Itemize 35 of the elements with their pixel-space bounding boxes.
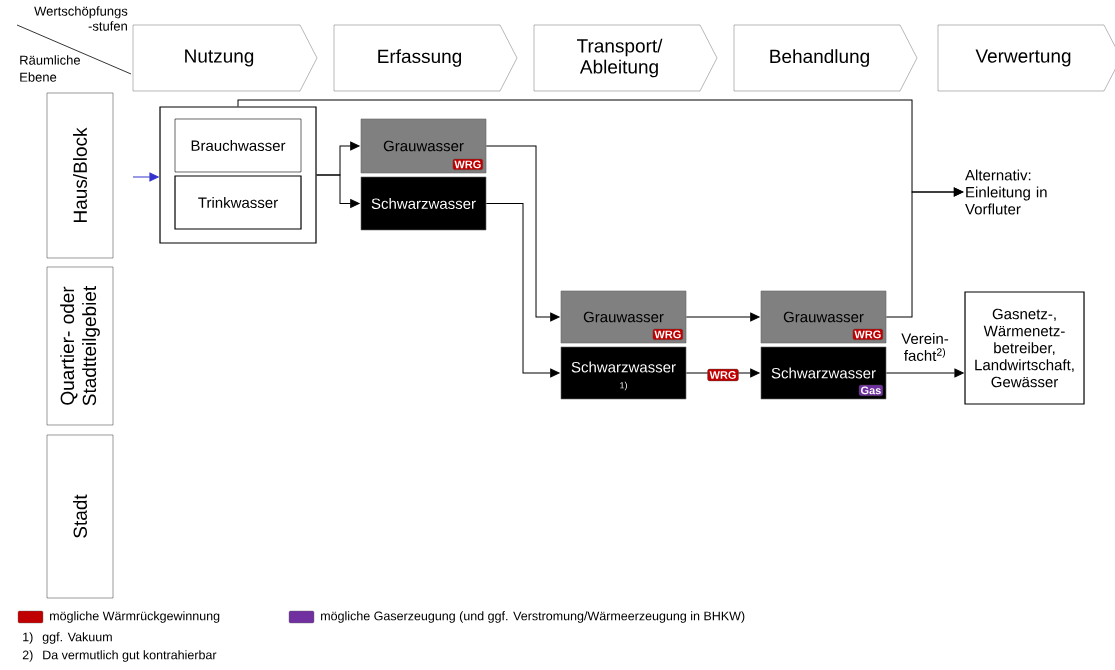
stage-banner: Behandlung: [733, 24, 918, 92]
level-box: Haus/Block: [46, 92, 114, 259]
water-box: Brauchwasser: [174, 118, 302, 173]
arrow: [885, 187, 964, 318]
footnote-text: ggf. Vakuum: [42, 632, 112, 644]
axis-label: Räumliche Ebene: [20, 55, 81, 82]
water-box: Gasnetz-, Wärmenetz-betreiber, Landwirtschaft, Gewässer: [964, 291, 1085, 405]
footnote-number: 1): [23, 632, 33, 644]
arrow: [132, 172, 159, 182]
badge: Gas: [858, 384, 883, 396]
axis-label: Wertschöpfungs -stufen: [34, 6, 128, 31]
badge: WRG: [852, 328, 883, 340]
level-box: Stadt: [46, 434, 114, 599]
arrow: [885, 368, 964, 378]
arrow: [485, 145, 560, 322]
stage-banner: Verwertung: [937, 24, 1115, 92]
footnote-mark: 1): [620, 381, 627, 391]
water-box: Trinkwasser: [174, 175, 302, 230]
level-box: Quartier- oder Stadtteilgebiet: [46, 266, 114, 426]
arrow: [485, 203, 560, 378]
stage-banner: Erfassung: [333, 24, 518, 92]
legend-text: mögliche Gaserzeugung (und ggf. Verstromung/Wärmeerzeugung in BHKW): [321, 611, 745, 623]
badge: WRG: [452, 158, 483, 170]
legend-text: mögliche Wärmrückgewinnung: [50, 611, 220, 623]
footnote-number: 2): [22, 650, 33, 662]
footnote-text: Da vermutlich gut kontrahierbar: [43, 650, 217, 662]
arrow: [316, 174, 360, 208]
blackwater-box: Schwarzwasser: [360, 176, 487, 231]
stage-banner: Transport/ Ableitung: [533, 24, 718, 92]
edge-label: Verein- facht$^{2)}$: [896, 332, 954, 362]
edge-label: WRG: [707, 368, 739, 382]
arrow: [685, 312, 760, 322]
badge: WRG: [652, 328, 683, 340]
stage-banner: Nutzung: [132, 24, 318, 92]
outlet-text: Alternativ: Einleitung in Vorfluter: [965, 169, 1047, 215]
